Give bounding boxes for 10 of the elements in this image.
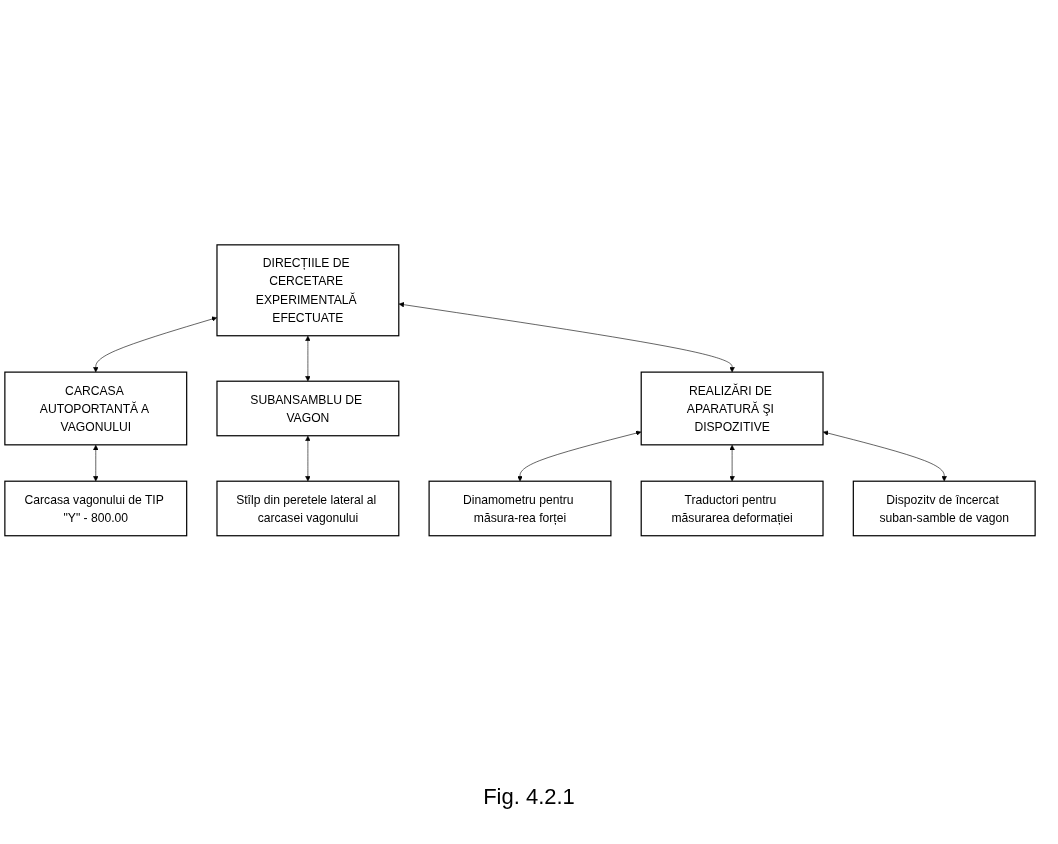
- node-box: SUBANSAMBLU DE VAGON: [216, 380, 400, 437]
- node-box: Dispozitv de încercat suban-samble de vagon: [852, 480, 1036, 537]
- node-box: Carcasa vagonului de TIP "Y" - 800.00: [4, 480, 188, 537]
- node-box: Dinamometru pentru măsura-rea forței: [428, 480, 612, 537]
- node-box: Traductori pentru măsurarea deformației: [640, 480, 824, 537]
- node-box: REALIZĂRI DE APARATURĂ ŞI DISPOZITIVE: [640, 371, 824, 446]
- node-box: DIRECȚIILE DE CERCETARE EXPERIMENTALĂ EFECTUATE: [216, 243, 400, 337]
- node-box: Stîlp din peretele lateral al carcasei vagonului: [216, 480, 400, 537]
- figure-caption: Fig. 4.2.1: [482, 784, 576, 810]
- node-box: CARCASA AUTOPORTANTĂ A VAGONULUI: [4, 371, 188, 446]
